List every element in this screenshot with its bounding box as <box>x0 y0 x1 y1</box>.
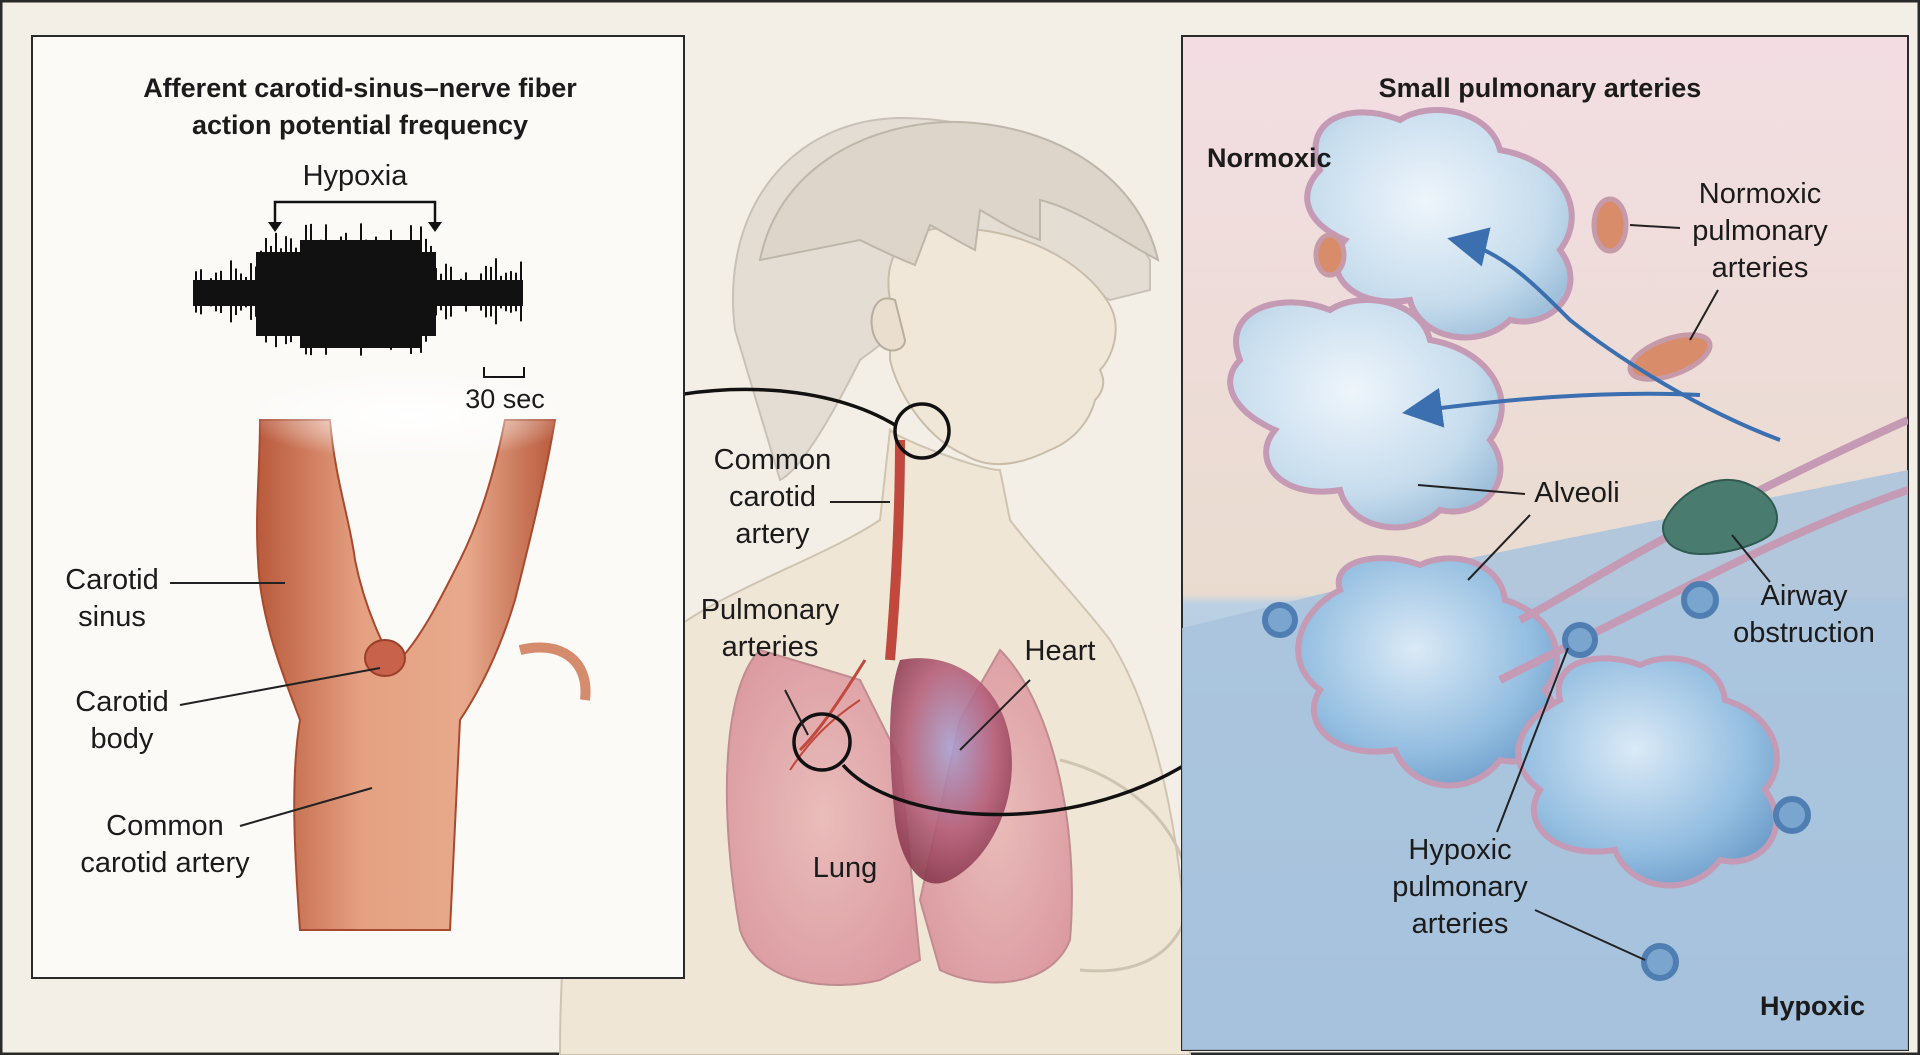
normoxic-artery-1 <box>1591 196 1629 254</box>
carotid-vessel <box>885 439 905 661</box>
hypoxic-artery-1 <box>1262 602 1298 638</box>
lung-label: Lung <box>812 852 878 884</box>
arrow-to-right-panel <box>841 735 1226 817</box>
right-panel-title: Small pulmonary arteries <box>1378 73 1702 103</box>
lung-callout-circle <box>792 712 852 772</box>
alveoli-label: Alveoli <box>1534 477 1620 509</box>
carotid-body-shape <box>364 639 406 677</box>
flow-arrow-2 <box>1402 387 1701 428</box>
hypoxic-arteries-label: Hypoxic pulmonary arteries <box>1392 834 1528 940</box>
normoxic-region-label: Normoxic <box>1207 143 1332 173</box>
hypoxia-label: Hypoxia <box>302 160 408 192</box>
hypoxic-artery-5 <box>1641 943 1679 981</box>
normoxic-artery-3 <box>1627 332 1713 382</box>
carotid-bifurcation <box>240 370 591 931</box>
hypoxic-region-label: Hypoxic <box>1759 991 1865 1021</box>
alveolus-hypoxic-2 <box>1515 655 1780 889</box>
airway-obstruction-label: Airway obstruction <box>1733 580 1875 649</box>
carotid-body-label: Carotid body <box>75 686 169 755</box>
hypoxic-artery-3 <box>1681 581 1719 619</box>
hypoxia-bracket <box>273 200 437 230</box>
carotid-sinus-label: Carotid sinus <box>65 564 159 633</box>
flow-arrow-1 <box>1447 227 1781 442</box>
normoxic-artery-2 <box>1313 232 1347 278</box>
nerve-activity-trace <box>193 223 523 356</box>
hypoxic-artery-2 <box>1562 622 1598 658</box>
right-lung <box>725 648 922 986</box>
normoxic-arteries-label: Normoxic pulmonary arteries <box>1692 178 1828 284</box>
hypoxic-artery-4 <box>1773 796 1811 834</box>
center-common-carotid-label: Common carotid artery <box>713 444 832 550</box>
neck-callout-circle <box>893 402 951 460</box>
airway-obstruction-shape <box>1662 479 1779 556</box>
alveolus-normoxic-2 <box>1227 297 1505 531</box>
heart-shape <box>890 658 1012 884</box>
left-common-carotid-label: Common carotid artery <box>80 810 250 879</box>
time-scale-label: 30 sec <box>465 384 545 414</box>
heart-label: Heart <box>1024 635 1096 667</box>
left-panel-title: Afferent carotid-sinus–nerve fiber actio… <box>143 73 577 140</box>
pulmonary-arteries-label: Pulmonary arteries <box>700 594 840 663</box>
